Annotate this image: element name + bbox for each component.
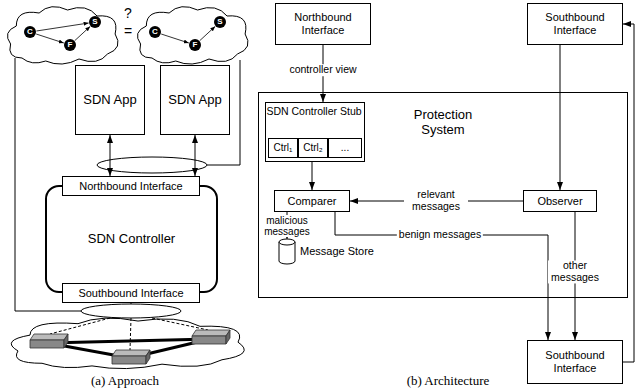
interface-box: Northbound Interface xyxy=(275,3,371,45)
edge-label: other messages xyxy=(548,260,602,283)
host-node: C xyxy=(24,26,36,38)
network-cloud xyxy=(137,7,248,64)
bus-ellipse xyxy=(97,157,207,173)
node-text: F xyxy=(193,40,198,49)
ctrl-cell: Ctrl₁ xyxy=(268,138,298,158)
host-node: S xyxy=(89,16,101,28)
host-node: S xyxy=(214,16,226,28)
network-cloud xyxy=(7,7,118,64)
node-text: Ctrl₂ xyxy=(303,142,322,154)
switch-icons xyxy=(30,330,230,364)
node-text: ... xyxy=(341,142,349,154)
node-text: Southbound Interface xyxy=(78,287,183,300)
edge-label: malicious messages xyxy=(260,215,314,237)
host-node: F xyxy=(189,39,201,51)
connector xyxy=(195,135,196,176)
node-text: Northbound Interface xyxy=(276,11,370,36)
node-text: C xyxy=(152,27,158,36)
node-text: S xyxy=(217,17,222,26)
process-box: Comparer xyxy=(274,190,350,212)
interface-box: Southbound Interface xyxy=(527,3,623,45)
node-text: C xyxy=(27,27,33,36)
connector xyxy=(36,23,88,31)
interface-box: Southbound Interface xyxy=(527,340,623,384)
host-node: F xyxy=(64,39,76,51)
connector xyxy=(560,45,561,190)
equals-sign: = xyxy=(124,23,132,39)
node-text: SDN Controller Stub xyxy=(265,105,363,117)
node-text: SDN App xyxy=(83,93,136,108)
connector xyxy=(161,34,189,43)
node-text: Protection System xyxy=(398,108,488,138)
network-cloud xyxy=(11,318,244,369)
ctrl-cell: ... xyxy=(328,138,362,158)
ctrl-cell: Ctrl₂ xyxy=(298,138,328,158)
node-text: Ctrl₁ xyxy=(274,142,293,154)
edge-label: controller view xyxy=(287,64,358,76)
question-mark: ? xyxy=(124,5,132,21)
message-store: Message Store xyxy=(278,238,383,266)
node-text: Observer xyxy=(537,195,582,208)
node-text: Southbound Interface xyxy=(528,349,622,374)
app-box: SDN App xyxy=(160,65,230,135)
bus-ellipse xyxy=(81,304,181,318)
connector xyxy=(335,212,548,340)
host-node: C xyxy=(149,26,161,38)
subfigure-caption: (b) Architecture xyxy=(407,373,490,388)
controller-box: SDN ControllerNorthbound InterfaceSouthb… xyxy=(45,185,218,293)
cylinder-symbol xyxy=(278,238,298,266)
interface-box: Northbound Interface xyxy=(62,176,200,196)
connector xyxy=(623,24,634,362)
edge-label: relevant messages xyxy=(404,189,468,212)
subfigure-caption: (a) Approach xyxy=(91,373,159,388)
node-text: Message Store xyxy=(300,245,382,258)
stub-box: SDN Controller StubCtrl₁ Ctrl₂... xyxy=(265,102,365,162)
node-text: Southbound Interface xyxy=(528,11,622,36)
node-text: S xyxy=(92,17,97,26)
node-text: Comparer xyxy=(288,195,337,208)
node-text: Northbound Interface xyxy=(79,180,182,193)
edge-label: benign messages xyxy=(397,229,483,241)
connector xyxy=(36,34,64,43)
process-box: Observer xyxy=(523,190,597,212)
connector xyxy=(200,26,215,40)
node-text: SDN Controller xyxy=(88,232,175,247)
connector xyxy=(110,135,111,176)
node-text: F xyxy=(68,40,73,49)
connector xyxy=(75,26,90,40)
interface-box: Southbound Interface xyxy=(62,283,200,303)
app-box: SDN App xyxy=(75,65,145,135)
switch-links xyxy=(48,339,210,358)
connector xyxy=(312,162,313,190)
node-text: SDN App xyxy=(168,93,221,108)
